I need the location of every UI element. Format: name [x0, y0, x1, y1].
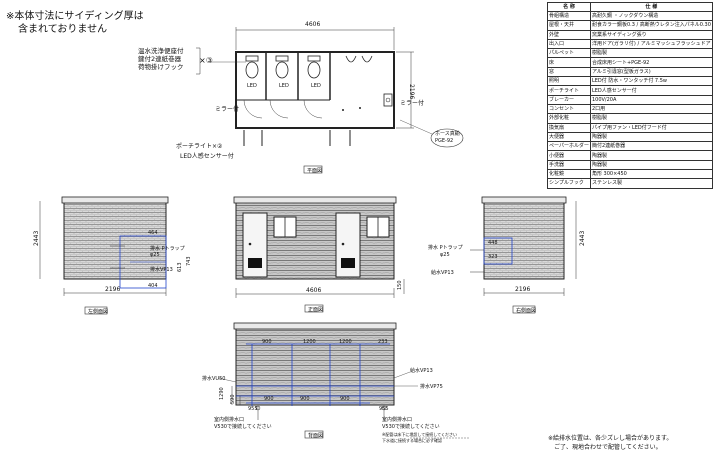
- back-dim-top-2: 1200: [303, 339, 316, 345]
- inlet-right-line-1: 室内側排水口: [382, 417, 413, 423]
- toilet-1-icon: [245, 55, 259, 79]
- inlet-right-line-2: V530で接続してください: [382, 424, 440, 430]
- porch-light-sublabel: LED人感センサー付: [180, 153, 234, 160]
- door-1-louver: [248, 258, 262, 268]
- callout-multiplier: ×③: [199, 56, 213, 65]
- right-dim-323: 323: [488, 254, 498, 260]
- note-bottom-right: ※給排水位置は、各少ズレし場合があります。 ご了、現地合わせで配管してください。: [548, 434, 672, 452]
- door-swing-1: [243, 99, 263, 119]
- inlet-left-line-1: 室内側排水口: [214, 417, 245, 423]
- left-dim-464: 464: [148, 230, 158, 236]
- right-side-view: [470, 196, 577, 314]
- floor-drain-line-1: ホース真鍮: [435, 131, 460, 137]
- left-drain-size: φ25: [150, 252, 160, 258]
- front-view: [233, 196, 405, 313]
- spec-table: 名 称 仕 様 骨組構造高耐久鋼 ・ノックダウン構造屋根・天井耐食カラー鋼板0.…: [547, 2, 713, 189]
- back-dim-top-1: 900: [262, 339, 272, 345]
- back-dim-1290: 1290: [219, 387, 225, 400]
- left-caption: 左側面図: [88, 309, 109, 315]
- left-drain-label: 排水 Pトラップ: [150, 246, 185, 252]
- door-2-louver: [341, 258, 355, 268]
- toilet-2-icon: [275, 55, 289, 79]
- callout-bracket: [196, 47, 201, 75]
- back-inlet-left: 室内側排水口 V530で接続してください: [214, 417, 272, 431]
- led-label-1: LED: [247, 83, 257, 89]
- back-dim-top-4: 233: [378, 339, 388, 345]
- left-height-dim: 2443: [33, 230, 40, 246]
- plan-view: [196, 27, 464, 174]
- mirror-right-label: ミラー付: [400, 100, 425, 107]
- urinal-icon: [345, 55, 373, 63]
- right-drain-size: φ25: [440, 252, 450, 258]
- right-drain-label: 排水 Pトラップ: [428, 245, 463, 251]
- back-dim-590: 590: [230, 394, 236, 404]
- floor-drain-line-2: PGE-92: [435, 138, 454, 144]
- callout-line-3: 荷物掛けフック: [138, 63, 184, 71]
- door-swing-2: [269, 99, 289, 119]
- sink-icon: [383, 93, 393, 107]
- right-view-wall: [483, 200, 565, 280]
- back-piping: [236, 343, 394, 406]
- back-caption: 背面図: [308, 433, 324, 439]
- front-dim-150: 150: [397, 280, 403, 290]
- right-dim-448: 448: [488, 240, 498, 246]
- inlet-left-line-2: V530で接続してください: [214, 424, 272, 430]
- left-dim-404: 404: [148, 283, 158, 289]
- back-right-label-1: 給水VP13: [410, 368, 433, 374]
- back-dim-bottom-1: 900: [264, 396, 274, 402]
- back-view: [217, 322, 470, 439]
- back-left-label: 排水VU50: [202, 376, 226, 382]
- back-dim-955-left: 955: [248, 406, 258, 412]
- right-width-dim: 2196: [515, 286, 531, 293]
- right-vp-label: 給水VP13: [431, 270, 454, 276]
- left-side-view: [39, 196, 169, 315]
- mirror-left-label: ミラー付: [215, 106, 240, 113]
- back-dim-bottom-2: 900: [300, 396, 310, 402]
- floor-drain-callout: [430, 128, 464, 148]
- inlet-note-line-1: ※配管は床下に埋設して接続してください: [382, 432, 457, 437]
- led-label-3: LED: [311, 83, 321, 89]
- front-caption: 正面図: [308, 307, 324, 313]
- note-br-line-1: ※給排水位置は、各少ズレし場合があります。: [548, 435, 673, 442]
- inlet-note-line-2: 下水道に接続する場合に必ず確認: [382, 438, 442, 443]
- plan-callout: 温水洗浄便座付 鍵付2連紙巻器 荷物掛けフック: [138, 47, 184, 71]
- led-label-2: LED: [279, 83, 289, 89]
- note-br-line-2: ご了、現地合わせで配管してください。: [554, 444, 662, 451]
- floor-drain-label: ホース真鍮 PGE-92: [435, 131, 460, 145]
- note-siding: ※本体寸法にサイディング厚は 含まれておりません: [6, 10, 144, 36]
- plan-depth-dim: 2196: [408, 84, 415, 100]
- back-dim-bottom-3: 900: [340, 396, 350, 402]
- left-dim-743: 743: [186, 256, 192, 266]
- drawing-sheet: [39, 27, 577, 439]
- spec-item-value: ステンレス製: [589, 178, 713, 189]
- back-dim-top-3: 1200: [339, 339, 352, 345]
- callout-line-1: 温水洗浄便座付: [138, 47, 184, 55]
- callout-line-2: 鍵付2連紙巻器: [138, 55, 182, 63]
- toilet-3-icon: [307, 55, 321, 79]
- back-right-label-2: 排水VP75: [420, 384, 443, 390]
- back-dim-955-right: 955: [379, 406, 389, 412]
- plan-outer-wall: [235, 51, 395, 129]
- door-swing-3: [303, 99, 323, 119]
- porch-light-label: ポーチライト×②: [176, 143, 223, 150]
- right-caption: 右側面図: [516, 308, 537, 314]
- back-inlet-right-note: ※配管は床下に埋設して接続してください 下水道に接続する場合に必ず確認: [382, 432, 457, 444]
- note-line-2: 含まれておりません: [18, 24, 108, 35]
- back-inlet-right: 室内側排水口 V530で接続してください: [382, 417, 440, 431]
- plan-caption: 平面図: [307, 168, 323, 174]
- plan-width-dim: 4606: [305, 21, 321, 28]
- left-dim-613: 613: [177, 262, 183, 272]
- front-width-dim: 4606: [306, 287, 322, 294]
- left-width-dim: 2196: [105, 286, 121, 293]
- right-drain-box: [483, 237, 513, 265]
- left-vp-label: 排水VP13: [150, 267, 173, 273]
- spec-row: シンプルフックステンレス製: [547, 178, 713, 189]
- right-height-dim: 2443: [579, 230, 586, 246]
- note-line-1: ※本体寸法にサイディング厚は: [6, 11, 144, 22]
